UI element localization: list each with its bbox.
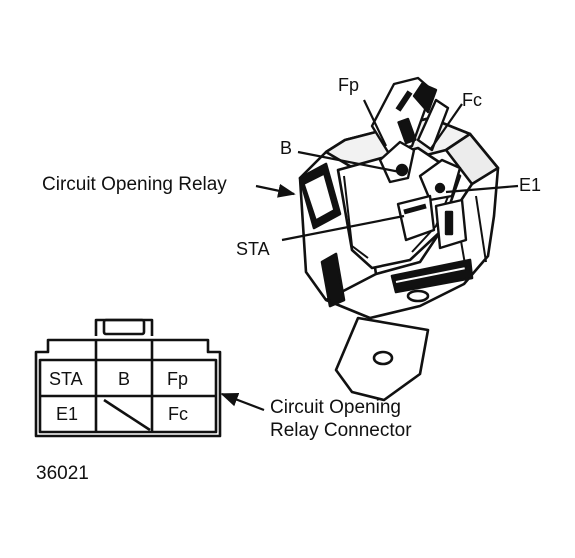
sta-leader bbox=[281, 214, 405, 242]
relay-pin-b-label: B bbox=[280, 138, 293, 158]
connector-pin-fp: Fp bbox=[167, 369, 189, 389]
connector-label-line1: Circuit Opening bbox=[270, 397, 401, 418]
relay-arrow bbox=[255, 183, 296, 198]
b-leader bbox=[297, 150, 401, 174]
relay-pin-e1-label: E1 bbox=[519, 175, 542, 195]
connector-arrow bbox=[220, 392, 265, 412]
relay-terminals bbox=[370, 76, 468, 250]
connector-pin-sta: STA bbox=[49, 369, 83, 389]
leader-lines bbox=[220, 99, 519, 412]
relay-pin-fp-label: Fp bbox=[338, 75, 360, 95]
connector-label-line2: Relay Connector bbox=[270, 420, 412, 441]
relay-pin-fc-label: Fc bbox=[462, 90, 482, 110]
relay-pin-sta-label: STA bbox=[236, 239, 270, 259]
connector-pin-e1: E1 bbox=[56, 404, 79, 424]
fc-leader bbox=[429, 103, 463, 151]
connector-pin-b: B bbox=[118, 369, 131, 389]
fp-leader bbox=[363, 99, 387, 147]
relay-connector-face bbox=[34, 318, 222, 438]
figure-code: 36021 bbox=[36, 463, 89, 484]
circuit-opening-relay-label: Circuit Opening Relay bbox=[42, 174, 227, 195]
connector-pin-fc: Fc bbox=[168, 404, 188, 424]
e1-leader bbox=[445, 184, 519, 194]
